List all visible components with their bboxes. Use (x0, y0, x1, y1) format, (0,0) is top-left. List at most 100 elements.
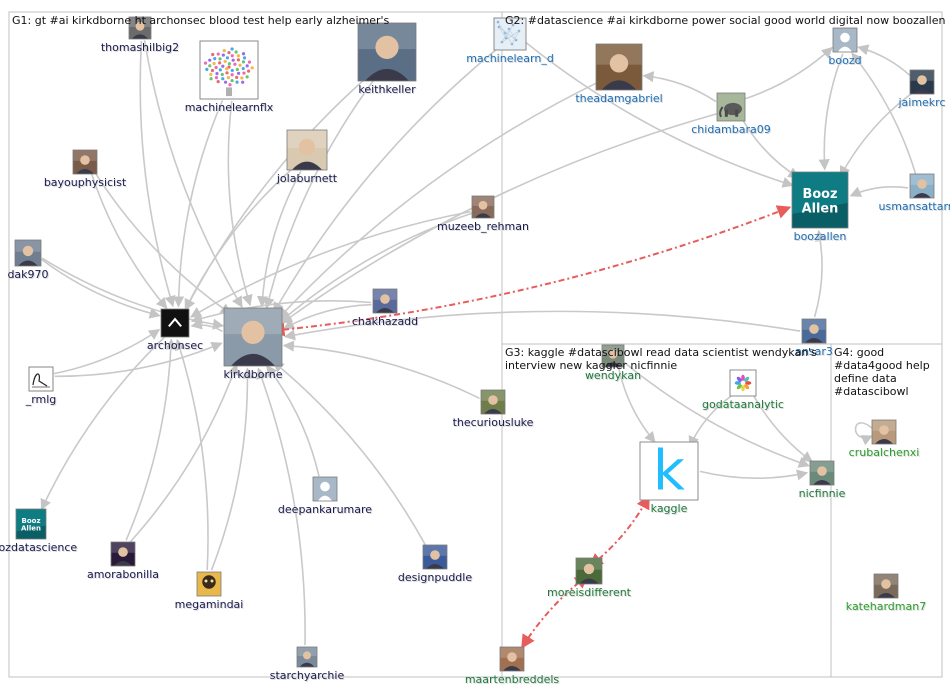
node-label: dak970 (7, 268, 48, 281)
node-label: kaggle (651, 502, 688, 515)
edge-dak970-to-kirkdborne (41, 257, 225, 330)
edge-theadamgabriel-to-kirkdborne (278, 81, 600, 319)
edge-usmansattarmd-to-boozd (851, 52, 917, 174)
node-label: archonsec (147, 339, 203, 352)
group-headings: G1: gt #ai kirkdborne ht archonsec blood… (12, 14, 945, 398)
node-label-shadow: maartenbreddels (466, 674, 561, 687)
node-label-shadow: kirkdborne (224, 369, 283, 382)
node-label-shadow: boozd (829, 55, 862, 68)
avatar-photo-icon (595, 43, 643, 91)
edge-megamindai-to-kirkdborne (210, 367, 254, 571)
node-label: megamindai (175, 598, 244, 611)
avatar-photo-icon (871, 419, 897, 445)
avatar-photo-icon (372, 288, 398, 314)
node-label: _rmlg (25, 393, 57, 406)
svg-text:Booz: Booz (803, 187, 838, 202)
group-pane-g2 (501, 11, 943, 345)
edge-chidambara09-to-theadamgabriel (642, 71, 717, 103)
node-label-shadow: dak970 (8, 269, 49, 282)
edge-jolaburnett-to-archonsec (184, 166, 295, 311)
node-label-shadow: amorabonilla (88, 569, 160, 582)
avatar-photo-icon (809, 460, 835, 486)
edge-designpuddle-to-kirkdborne (272, 360, 427, 547)
edge-machinelearnflx-to-kirkdborne (227, 100, 253, 307)
node-label: machinelearnflx (185, 101, 274, 114)
avatar-photo-icon (110, 541, 136, 567)
node-label: thecuriousluke (453, 416, 534, 429)
node-boozdatascience[interactable]: BoozAllenboozdatascienceboozdatascience (0, 508, 78, 555)
edge-godataanalytic-to-kaggle (688, 393, 734, 448)
node-label: chakhazadd (352, 315, 418, 328)
avatar-photo-icon (357, 22, 417, 82)
svg-text:Allen: Allen (802, 201, 839, 216)
node-label-shadow: bayouphysicist (45, 177, 128, 190)
edge-chidambara09-to-boozd (744, 46, 833, 100)
node-label-shadow: boozdatascience (0, 542, 78, 555)
edge-ansar3-to-boozallen (813, 229, 827, 318)
flower-logo-icon (729, 369, 757, 397)
archonsec-logo-icon (160, 308, 190, 338)
avatar-photo-icon (909, 69, 935, 95)
group-pane-g4 (830, 343, 943, 678)
node-label: kirkdborne (223, 368, 282, 381)
avatar-photo-icon (499, 646, 525, 672)
group-heading-g4-line2: #data4good help (834, 359, 930, 372)
node-label: machinelearn_d (466, 52, 554, 65)
node-label-shadow: boozallen (795, 231, 848, 244)
edge-amorabonilla-to-kirkdborne (129, 363, 239, 543)
avatar-cartoon-icon (196, 571, 222, 597)
node-label-shadow: usmansattarmd (880, 201, 950, 214)
node-label: amorabonilla (87, 568, 159, 581)
node-label: crubalchenxi (849, 446, 920, 459)
svg-text:k: k (653, 439, 685, 503)
node-label: moreisdifferent (547, 586, 632, 599)
edge-dak970-to-archonsec (41, 258, 161, 319)
edge-machinelearn_d-to-boozallen (525, 41, 794, 188)
edge-boozd-to-boozallen (818, 53, 844, 171)
node-label: jaimekrc (897, 96, 945, 109)
edge-usmansattarmd-to-boozallen (849, 186, 909, 197)
node-usmansattarmd[interactable]: usmansattarmdusmansattarmd (879, 173, 950, 214)
avatar-photo-icon (873, 573, 899, 599)
node-label: chidambara09 (691, 123, 771, 136)
avatar-photo-icon (223, 307, 283, 367)
avatar-photo-icon (296, 646, 318, 668)
node-label-shadow: keithkeller (359, 84, 417, 97)
edge-crubalchenxi-to-crubalchenxi (854, 422, 874, 446)
node-label-shadow: deepankarumare (279, 504, 373, 517)
node-label: boozd (828, 54, 861, 67)
node--rmlg[interactable]: _rmlg_rmlg (25, 366, 58, 407)
